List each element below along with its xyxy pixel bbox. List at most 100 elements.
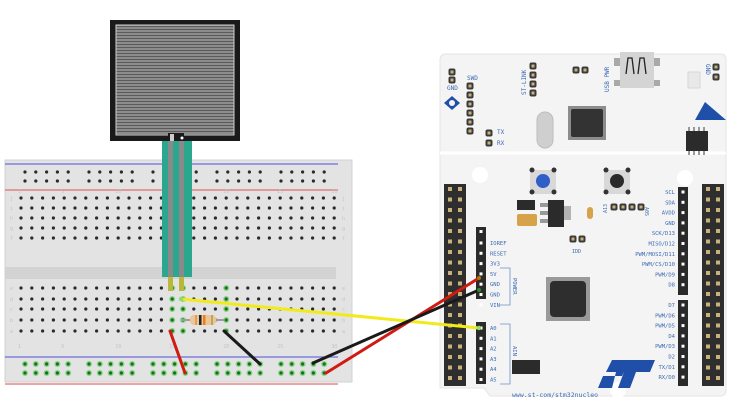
small-capacitor — [587, 207, 593, 219]
breadboard-hole — [105, 318, 109, 322]
breadboard-hole — [127, 206, 131, 210]
signal-wire-to-a0[interactable] — [179, 297, 481, 330]
label-swd: SWD — [467, 75, 478, 82]
breadboard-hole — [332, 307, 336, 311]
morpho-pin — [716, 239, 720, 244]
breadboard-hole — [278, 329, 282, 333]
breadboard-hole — [51, 206, 56, 210]
morpho-pin — [458, 376, 462, 380]
pin-label: D8 — [668, 283, 675, 289]
rail-hole — [237, 371, 241, 375]
fsr-to-positive-rail-wire[interactable] — [168, 329, 187, 375]
breadboard-hole — [332, 236, 336, 240]
breadboard-hole — [257, 297, 261, 301]
breadboard-hole — [170, 307, 174, 311]
resistor-band-4 — [211, 315, 213, 325]
rail-hole — [322, 362, 326, 366]
breadboard-hole — [159, 329, 163, 333]
rail-hole — [301, 179, 305, 183]
breadboard-hole — [19, 307, 23, 311]
breadboard-hole — [213, 307, 217, 311]
st-link-logo-icon — [444, 96, 460, 110]
power-wire-to-5v[interactable] — [324, 276, 481, 375]
fsr-pin-left — [168, 277, 173, 291]
morpho-pin — [448, 250, 452, 254]
gnd-header-pin-contact — [450, 78, 454, 82]
row-label: i — [342, 206, 345, 212]
uart-header-pin-contact — [487, 131, 491, 135]
breadboard-hole — [127, 236, 131, 240]
breadboard-hole — [105, 329, 109, 333]
rail-hole — [290, 170, 294, 174]
breadboard-hole — [95, 226, 99, 230]
breadboard-hole — [62, 297, 66, 301]
morpho-pin — [458, 292, 462, 296]
header-pin — [681, 313, 685, 317]
rail-hole — [151, 170, 155, 174]
breadboard-hole — [235, 318, 239, 322]
breadboard-hole — [127, 318, 131, 322]
morpho-pin — [706, 229, 710, 233]
st-link-jumper-pin-contact — [531, 73, 535, 77]
morpho-pin — [458, 208, 462, 212]
uart-header-pin-contact — [487, 141, 491, 145]
morpho-pin — [716, 355, 720, 359]
usb-pwr-jumper-pin-contact — [574, 68, 578, 72]
wire-end — [477, 276, 481, 280]
header-pin — [681, 272, 685, 276]
breadboard-hole — [224, 307, 228, 311]
breadboard-hole — [224, 297, 228, 301]
gnd-right-header-pin-contact — [714, 75, 718, 79]
breadboard-hole — [300, 206, 304, 210]
breadboard-hole — [84, 226, 88, 230]
breadboard-hole — [300, 216, 304, 220]
rail-hole — [290, 371, 294, 375]
header-pin — [479, 262, 483, 266]
breadboard-hole — [30, 329, 34, 333]
rail-hole — [226, 371, 230, 375]
breadboard-hole — [138, 226, 142, 230]
breadboard-hole — [105, 206, 109, 210]
breadboard-hole — [224, 226, 228, 230]
resistor-band-3 — [203, 315, 206, 325]
row-label: g — [10, 226, 13, 232]
breadboard-hole — [30, 236, 34, 240]
header-pin — [479, 251, 483, 255]
breadboard-hole — [257, 307, 261, 311]
ground-wire-to-gnd[interactable] — [311, 288, 481, 365]
analog-header — [476, 322, 486, 384]
idd-pin-contact — [571, 237, 575, 241]
header-pin — [479, 230, 483, 233]
a13-a05-pin-contact — [630, 205, 634, 209]
user-button[interactable] — [529, 167, 557, 195]
header-pin — [681, 262, 685, 266]
breadboard-hole — [62, 216, 66, 220]
reset-button[interactable] — [603, 167, 631, 195]
morpho-pin — [716, 323, 720, 328]
power-bracket — [500, 267, 511, 306]
rail-hole — [258, 179, 262, 183]
header-pin — [681, 231, 685, 235]
morpho-pin — [458, 281, 462, 286]
resistor-to-ground-rail-wire[interactable] — [222, 329, 262, 366]
breadboard-hole — [19, 286, 23, 290]
breadboard-hole — [300, 318, 304, 322]
rail-hole — [290, 362, 294, 366]
morpho-pin — [716, 197, 720, 202]
stlink-headers — [448, 62, 720, 147]
label-gnd-left: GND — [447, 85, 458, 92]
morpho-pin — [458, 302, 462, 307]
morpho-pin — [458, 187, 462, 191]
breadboard-hole — [192, 226, 196, 230]
breadboard-hole — [116, 226, 120, 230]
breadboard-hole — [51, 236, 56, 240]
pin-label: D7 — [668, 303, 675, 309]
eeprom-chip — [686, 127, 708, 155]
breadboard-hole — [213, 216, 217, 220]
breadboard-hole — [149, 307, 153, 311]
breadboard-hole — [95, 196, 99, 200]
st-link-jumper-pin-contact — [531, 91, 535, 95]
breadboard-hole — [267, 329, 271, 333]
breadboard-hole — [149, 236, 153, 240]
breadboard-hole — [62, 318, 66, 322]
